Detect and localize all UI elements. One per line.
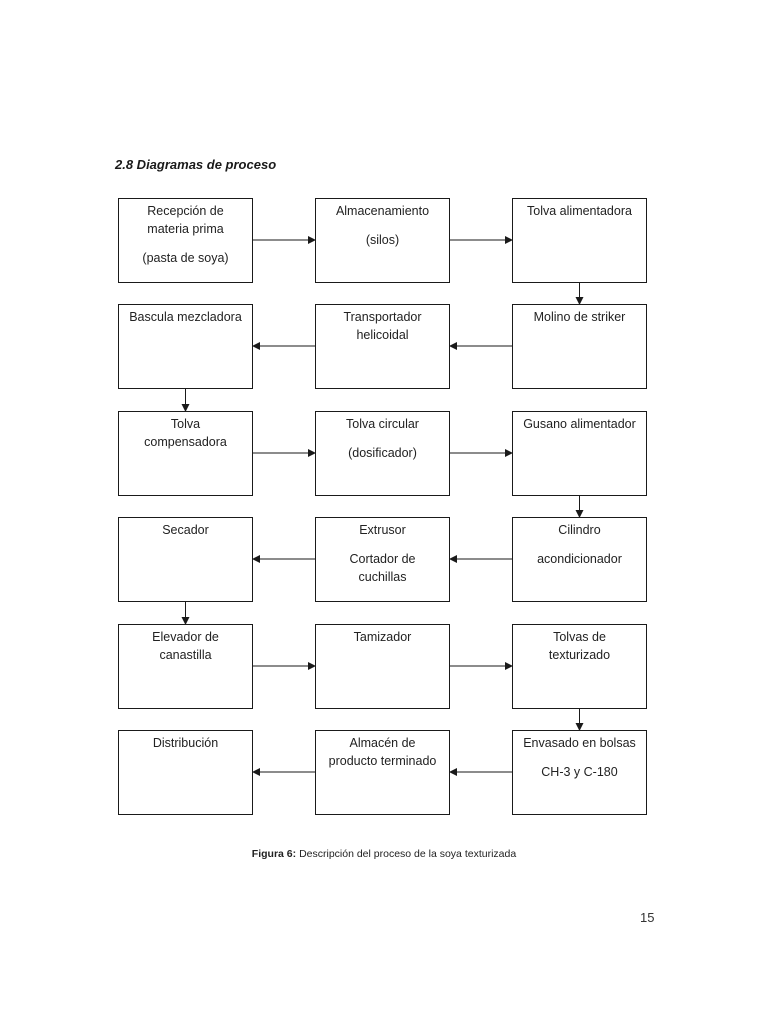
- step-label: helicoidal: [356, 328, 409, 342]
- step-label: Tolva alimentadora: [527, 204, 632, 218]
- step-label: (dosificador): [348, 446, 417, 460]
- step-label: Elevador de: [152, 630, 219, 644]
- step-label: Almacenamiento: [335, 204, 430, 218]
- step-label: Gusano alimentador: [523, 417, 636, 431]
- step-label: Cortador de: [349, 552, 416, 566]
- step-label: (silos): [365, 233, 400, 247]
- step-label: CH-3 y C-180: [541, 765, 618, 779]
- step-tolvas-texturizado: Tolvas de texturizado: [512, 624, 647, 709]
- figure-label: Figura 6:: [251, 848, 297, 860]
- step-label: Transportador: [343, 310, 422, 324]
- step-label: Molino de striker: [533, 310, 626, 324]
- step-label: Secador: [162, 523, 209, 537]
- step-bascula: Bascula mezcladora: [118, 304, 253, 389]
- step-label: Envasado en bolsas: [523, 736, 636, 750]
- step-label: Bascula mezcladora: [129, 310, 242, 324]
- step-transportador: Transportador helicoidal: [315, 304, 450, 389]
- step-tolva-circular: Tolva circular (dosificador): [315, 411, 450, 496]
- page-number: 15: [640, 910, 655, 925]
- step-label: cuchillas: [358, 570, 407, 584]
- step-label: Recepción de: [147, 204, 224, 218]
- step-tolva-alimentadora: Tolva alimentadora: [512, 198, 647, 283]
- step-gusano: Gusano alimentador: [512, 411, 647, 496]
- step-label: Tamizador: [353, 630, 412, 644]
- step-label: Tolva: [170, 417, 201, 431]
- section-heading: 2.8 Diagramas de proceso: [115, 157, 277, 172]
- step-tolva-compensadora: Tolva compensadora: [118, 411, 253, 496]
- step-label: canastilla: [159, 648, 212, 662]
- step-elevador: Elevador de canastilla: [118, 624, 253, 709]
- step-recepcion: Recepción de materia prima (pasta de soya): [118, 198, 253, 283]
- step-label: (pasta de soya): [142, 251, 229, 265]
- step-label: Cilindro: [558, 523, 601, 537]
- step-label: materia prima: [147, 222, 224, 236]
- step-label: Almacén de: [349, 736, 416, 750]
- step-distribucion: Distribución: [118, 730, 253, 815]
- step-almacen: Almacén de producto terminado: [315, 730, 450, 815]
- step-molino: Molino de striker: [512, 304, 647, 389]
- step-cilindro: Cilindro acondicionador: [512, 517, 647, 602]
- step-label: producto terminado: [328, 754, 437, 768]
- step-label: acondicionador: [537, 552, 622, 566]
- step-label: compensadora: [144, 435, 227, 449]
- step-secador: Secador: [118, 517, 253, 602]
- step-label: texturizado: [548, 648, 611, 662]
- step-almacenamiento: Almacenamiento (silos): [315, 198, 450, 283]
- step-label: Tolvas de: [553, 630, 606, 644]
- step-label: Tolva circular: [346, 417, 419, 431]
- step-tamizador: Tamizador: [315, 624, 450, 709]
- figure-caption-text: Descripción del proceso de la soya textu…: [299, 848, 517, 860]
- figure-caption: Figura 6: Descripción del proceso de la …: [0, 848, 768, 860]
- step-label: Extrusor: [359, 523, 406, 537]
- step-label: Distribución: [152, 736, 219, 750]
